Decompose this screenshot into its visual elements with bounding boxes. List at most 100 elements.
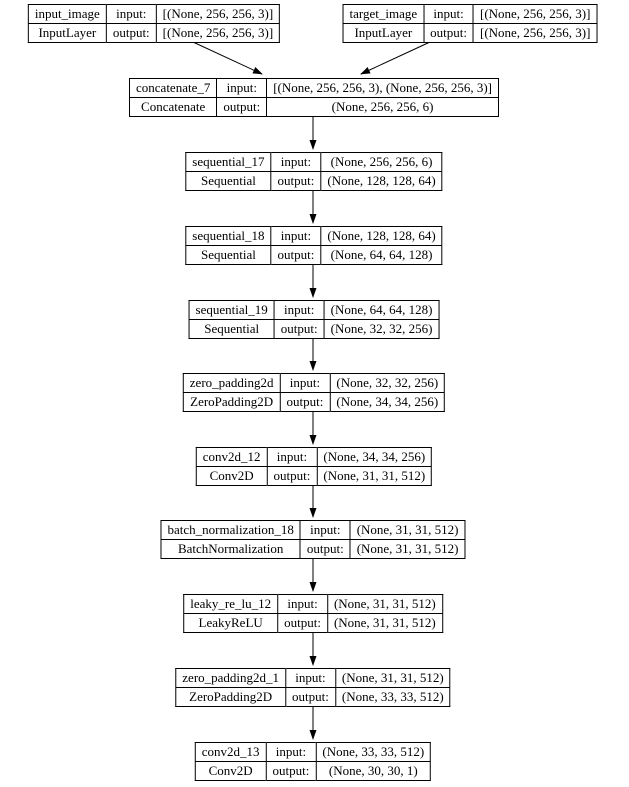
node-sequential-17: sequential_17 input: (None, 256, 256, 6)… <box>185 152 443 191</box>
node-concatenate-7: concatenate_7 input: [(None, 256, 256, 3… <box>129 78 499 117</box>
output-shape: (None, 32, 32, 256) <box>330 321 433 336</box>
node-input-row: sequential_18 input: (None, 128, 128, 64… <box>185 226 443 246</box>
layer-type: Sequential <box>185 171 272 191</box>
layer-name: input_image <box>28 4 107 24</box>
input-shape: (None, 32, 32, 256) <box>329 373 445 393</box>
edge-input-image-to-concatenate <box>192 41 263 75</box>
output-shape: [(None, 256, 256, 3)] <box>162 25 274 40</box>
node-input-row: zero_padding2d_1 input: (None, 31, 31, 5… <box>175 668 451 688</box>
node-batch-normalization-18: batch_normalization_18 input: (None, 31,… <box>160 520 466 559</box>
layer-type: Concatenate <box>129 97 218 117</box>
layer-name: sequential_17 <box>185 152 272 172</box>
input-label: input: <box>267 447 318 467</box>
node-input-row: sequential_17 input: (None, 256, 256, 6) <box>185 152 443 172</box>
input-label: input: <box>274 300 325 320</box>
node-input-row: sequential_19 input: (None, 64, 64, 128) <box>189 300 439 320</box>
node-output-row: InputLayer output: [(None, 256, 256, 3)] <box>343 23 597 43</box>
input-shape: [(None, 256, 256, 3), (None, 256, 256, 3… <box>266 78 499 98</box>
layer-type: Conv2D <box>195 761 267 781</box>
node-input-row: input_image input: [(None, 256, 256, 3)] <box>28 4 280 24</box>
output-shape: (None, 30, 30, 1) <box>328 763 418 778</box>
output-label: output: <box>285 687 336 707</box>
input-label: input: <box>266 742 317 762</box>
input-shape: [(None, 256, 256, 3)] <box>156 4 280 24</box>
output-shape: (None, 33, 33, 512) <box>341 689 444 704</box>
node-zero-padding2d: zero_padding2d input: (None, 32, 32, 256… <box>182 373 446 412</box>
node-conv2d-13: conv2d_13 input: (None, 33, 33, 512) Con… <box>194 742 432 781</box>
layer-type: InputLayer <box>28 23 107 43</box>
node-output-row: InputLayer output: [(None, 256, 256, 3)] <box>28 23 279 43</box>
node-input-row: target_image input: [(None, 256, 256, 3)… <box>343 4 597 24</box>
output-label: output: <box>423 23 474 43</box>
node-output-row: LeakyReLU output: (None, 31, 31, 512) <box>183 613 443 633</box>
output-shape: (None, 64, 64, 128) <box>330 247 433 262</box>
output-shape: [(None, 256, 256, 3)] <box>479 25 591 40</box>
input-shape: (None, 64, 64, 128) <box>324 300 439 320</box>
input-shape: (None, 31, 31, 512) <box>335 668 451 688</box>
input-label: input: <box>277 594 328 614</box>
output-shape: (None, 31, 31, 512) <box>323 468 426 483</box>
node-output-row: Sequential output: (None, 64, 64, 128) <box>185 245 442 265</box>
node-conv2d-12: conv2d_12 input: (None, 34, 34, 256) Con… <box>195 447 433 486</box>
layer-name: batch_normalization_18 <box>160 520 301 540</box>
node-output-row: ZeroPadding2D output: (None, 34, 34, 256… <box>183 392 444 412</box>
output-label: output: <box>271 245 322 265</box>
node-input-row: concatenate_7 input: [(None, 256, 256, 3… <box>129 78 499 98</box>
node-output-row: BatchNormalization output: (None, 31, 31… <box>160 539 465 559</box>
input-label: input: <box>300 520 351 540</box>
input-shape: (None, 31, 31, 512) <box>327 594 443 614</box>
input-label: input: <box>106 4 157 24</box>
layer-name: leaky_re_lu_12 <box>183 594 279 614</box>
node-output-row: Conv2D output: (None, 30, 30, 1) <box>195 761 430 781</box>
layer-type: BatchNormalization <box>160 539 301 559</box>
input-shape: (None, 34, 34, 256) <box>316 447 432 467</box>
output-label: output: <box>277 613 328 633</box>
output-shape: (None, 256, 256, 6) <box>331 99 434 114</box>
output-label: output: <box>280 392 331 412</box>
input-shape: [(None, 256, 256, 3)] <box>473 4 597 24</box>
node-input-row: batch_normalization_18 input: (None, 31,… <box>160 520 466 540</box>
input-label: input: <box>216 78 268 98</box>
input-shape: (None, 31, 31, 512) <box>350 520 466 540</box>
layer-name: concatenate_7 <box>129 78 218 98</box>
output-shape: (None, 31, 31, 512) <box>333 615 436 630</box>
layer-name: target_image <box>343 4 425 24</box>
output-label: output: <box>266 761 317 781</box>
layer-name: conv2d_12 <box>196 447 268 467</box>
layer-type: ZeroPadding2D <box>183 392 281 412</box>
output-shape: (None, 31, 31, 512) <box>356 541 459 556</box>
layer-type: ZeroPadding2D <box>175 687 287 707</box>
node-output-row: ZeroPadding2D output: (None, 33, 33, 512… <box>175 687 450 707</box>
node-leaky-re-lu-12: leaky_re_lu_12 input: (None, 31, 31, 512… <box>183 594 443 633</box>
layer-type: InputLayer <box>343 23 425 43</box>
layer-name: sequential_19 <box>189 300 275 320</box>
layer-name: zero_padding2d_1 <box>175 668 287 688</box>
input-label: input: <box>280 373 331 393</box>
layer-name: sequential_18 <box>185 226 272 246</box>
output-label: output: <box>274 319 325 339</box>
output-label: output: <box>106 23 157 43</box>
node-input-row: conv2d_13 input: (None, 33, 33, 512) <box>195 742 431 762</box>
node-input-row: leaky_re_lu_12 input: (None, 31, 31, 512… <box>183 594 443 614</box>
node-output-row: Sequential output: (None, 32, 32, 256) <box>189 319 439 339</box>
node-output-row: Conv2D output: (None, 31, 31, 512) <box>196 466 431 486</box>
layer-type: Conv2D <box>196 466 268 486</box>
output-label: output: <box>216 97 268 117</box>
node-zero-padding2d-1: zero_padding2d_1 input: (None, 31, 31, 5… <box>175 668 451 707</box>
layer-type: LeakyReLU <box>183 613 279 633</box>
output-shape: (None, 34, 34, 256) <box>336 394 439 409</box>
layer-name: zero_padding2d <box>183 373 281 393</box>
output-shape: (None, 128, 128, 64) <box>327 173 436 188</box>
node-sequential-18: sequential_18 input: (None, 128, 128, 64… <box>185 226 443 265</box>
input-shape: (None, 33, 33, 512) <box>315 742 431 762</box>
input-label: input: <box>285 668 336 688</box>
node-input-image: input_image input: [(None, 256, 256, 3)]… <box>27 4 281 43</box>
node-output-row: Concatenate output: (None, 256, 256, 6) <box>129 97 499 117</box>
input-shape: (None, 256, 256, 6) <box>320 152 443 172</box>
node-input-row: zero_padding2d input: (None, 32, 32, 256… <box>183 373 445 393</box>
input-shape: (None, 128, 128, 64) <box>320 226 443 246</box>
output-label: output: <box>271 171 322 191</box>
node-input-row: conv2d_12 input: (None, 34, 34, 256) <box>196 447 432 467</box>
node-sequential-19: sequential_19 input: (None, 64, 64, 128)… <box>188 300 440 339</box>
